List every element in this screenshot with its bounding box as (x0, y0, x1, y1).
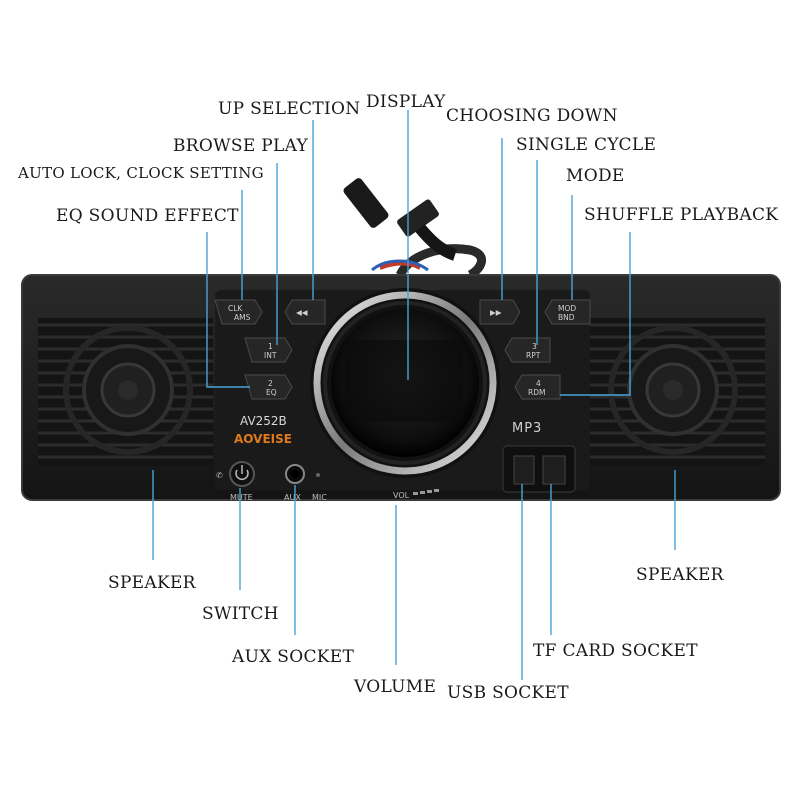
usb-slot[interactable] (513, 455, 535, 485)
callout-single-cycle: SINGLE CYCLE (516, 135, 656, 155)
radio-unit: CLK AMS ◀◀ 1 INT 2 EQ ▶▶ MOD BND (21, 274, 781, 502)
clk-ams-button[interactable]: CLK AMS (214, 299, 263, 325)
mic-marking: MIC (312, 493, 327, 502)
svg-text:INT: INT (264, 351, 277, 360)
brand-logo: AOVEISE (234, 432, 292, 446)
callout-display: DISPLAY (366, 92, 446, 112)
callout-eq-sound-effect: EQ SOUND EFFECT (56, 206, 239, 226)
int-button[interactable]: 1 INT (244, 337, 293, 363)
left-speaker-grille (38, 318, 213, 466)
svg-text:MOD: MOD (558, 304, 576, 313)
svg-text:AMS: AMS (234, 313, 251, 322)
callout-mode: MODE (566, 166, 625, 186)
usb-tf-socket-cover[interactable] (502, 445, 576, 493)
eq-button[interactable]: 2 EQ (244, 374, 293, 400)
tf-slot[interactable] (542, 455, 566, 485)
model-label: AV252B (240, 414, 287, 428)
callout-switch: SWITCH (202, 604, 279, 624)
prev-button[interactable]: ◀◀ (284, 299, 326, 325)
power-icon (235, 469, 249, 480)
antenna-cable (343, 178, 486, 280)
svg-text:EQ: EQ (266, 388, 277, 397)
aux-jack[interactable] (285, 464, 305, 484)
svg-text:3: 3 (532, 342, 537, 351)
rpt-button[interactable]: 3 RPT (504, 337, 551, 363)
callout-speaker-right: SPEAKER (636, 565, 725, 585)
svg-text:BND: BND (558, 313, 575, 322)
callout-usb-socket: USB SOCKET (447, 683, 569, 703)
mp3-badge: MP3 (512, 421, 542, 436)
svg-text:CLK: CLK (228, 304, 243, 313)
callout-volume: VOLUME (353, 677, 436, 697)
callout-tf-card-socket: TF CARD SOCKET (533, 641, 698, 661)
mute-marking: MUTE (230, 493, 253, 502)
callout-speaker-left: SPEAKER (108, 573, 197, 593)
vol-marking: VOL (393, 491, 410, 500)
phone-icon: ✆ (216, 471, 223, 480)
mic-hole (316, 473, 320, 477)
callout-shuffle-playback: SHUFFLE PLAYBACK (584, 205, 778, 225)
volume-dial[interactable] (310, 288, 500, 478)
power-mute-button[interactable] (229, 461, 255, 487)
next-button[interactable]: ▶▶ (479, 299, 521, 325)
volume-level-marks (413, 489, 439, 495)
aux-marking: AUX (284, 493, 301, 502)
callout-aux-socket: AUX SOCKET (231, 647, 355, 667)
svg-text:1: 1 (268, 342, 273, 351)
leader-lines (152, 110, 676, 680)
svg-text:RPT: RPT (526, 351, 541, 360)
callout-up-selection: UP SELECTION (218, 99, 360, 119)
next-icon: ▶▶ (490, 308, 502, 317)
rdm-button[interactable]: 4 RDM (514, 374, 561, 400)
prev-icon: ◀◀ (296, 308, 308, 317)
right-speaker-grille (590, 318, 765, 466)
mod-bnd-button[interactable]: MOD BND (544, 299, 591, 325)
callout-labels: UP SELECTION DISPLAY CHOOSING DOWN BROWS… (17, 92, 778, 703)
callout-browse-play: BROWSE PLAY (173, 136, 308, 156)
callout-choosing-down: CHOOSING DOWN (446, 106, 618, 126)
svg-text:4: 4 (536, 379, 541, 388)
callout-auto-lock: AUTO LOCK, CLOCK SETTING (17, 164, 264, 182)
svg-text:2: 2 (268, 379, 273, 388)
svg-text:RDM: RDM (528, 388, 545, 397)
